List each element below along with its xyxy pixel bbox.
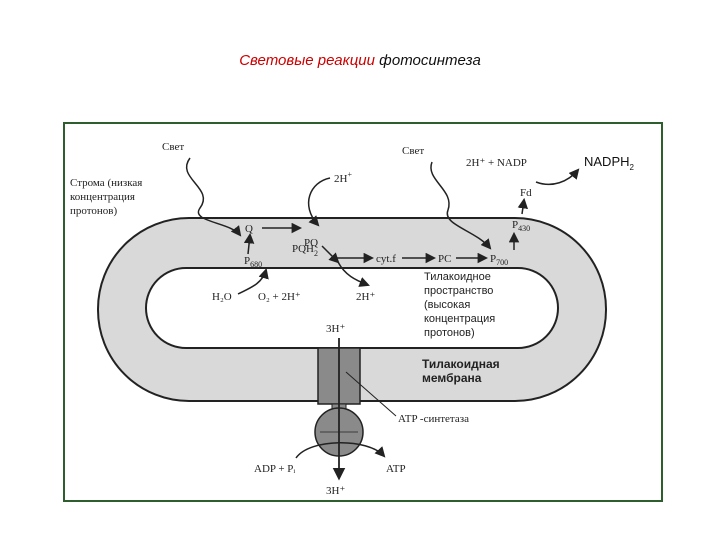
p700-label: P700 bbox=[490, 253, 508, 267]
proton-bottom-label: 3H⁺ bbox=[326, 485, 345, 497]
lumen-label-line1: Тилакоидное bbox=[424, 271, 491, 283]
title-part-black: фотосинтеза bbox=[379, 52, 481, 69]
title-part-red: Световые реакции bbox=[239, 52, 375, 69]
arrow-2h-to-pq bbox=[307, 177, 331, 227]
fd-label: Fd bbox=[520, 187, 532, 199]
proton-top-label: 2H+ bbox=[334, 170, 352, 185]
slide-title: Световые реакции фотосинтеза bbox=[0, 52, 720, 69]
light-label-left: Свет bbox=[162, 141, 184, 153]
water-label: H₂O bbox=[212, 291, 232, 303]
stroma-label-line2: концентрация bbox=[70, 191, 135, 203]
atp-synthase-pointer bbox=[345, 371, 397, 417]
nadph-label: NADPH2 bbox=[584, 154, 635, 172]
atp-synthase-label: ATP -синтетаза bbox=[398, 413, 469, 425]
arrow-p430-to-fd bbox=[517, 197, 529, 215]
light-arrow-left bbox=[185, 157, 242, 237]
stroma-label-line3: протонов) bbox=[70, 205, 117, 217]
lumen-label-line5: протонов) bbox=[424, 327, 475, 339]
light-arrow-right bbox=[430, 161, 492, 250]
adp-label: ADP + Pᵢ bbox=[254, 463, 295, 475]
proton-nadp-label: 2H⁺ + NADP bbox=[466, 157, 527, 169]
arrow-p680-to-q bbox=[243, 232, 255, 255]
arrow-to-nadph bbox=[535, 168, 580, 186]
lumen-label-line2: пространство bbox=[424, 285, 493, 297]
thylakoid-lumen bbox=[145, 267, 559, 349]
lumen-label-line4: концентрация bbox=[424, 313, 495, 325]
membrane-label-line2: мембрана bbox=[422, 371, 482, 385]
cytf-label: cyt.f bbox=[376, 253, 396, 265]
lumen-label-line3: (высокая bbox=[424, 299, 470, 311]
atp-label: ATP bbox=[386, 463, 406, 475]
pqh2-label: PQH2 bbox=[292, 243, 318, 258]
light-label-right: Свет bbox=[402, 145, 424, 157]
q-label: Q bbox=[245, 223, 253, 235]
p680-label: P680 bbox=[244, 255, 262, 269]
pc-label: PC bbox=[438, 253, 451, 265]
pq-label: PQ bbox=[304, 237, 318, 249]
arrow-pq-down bbox=[321, 245, 340, 264]
membrane-label-line1: Тилакоидная bbox=[422, 357, 500, 371]
p430-label: P430 bbox=[512, 219, 530, 233]
proton-lumen-label: 2H⁺ bbox=[356, 291, 375, 303]
oxygen-label: O₂ + 2H⁺ bbox=[258, 291, 301, 303]
arrow-pqh2-to-lumen bbox=[337, 261, 370, 287]
arrow-water-split bbox=[237, 267, 269, 295]
stroma-label-line1: Строма (низкая bbox=[70, 177, 142, 189]
proton-channel-label: 3H⁺ bbox=[326, 323, 345, 335]
arrow-adp-to-atp bbox=[295, 442, 386, 459]
